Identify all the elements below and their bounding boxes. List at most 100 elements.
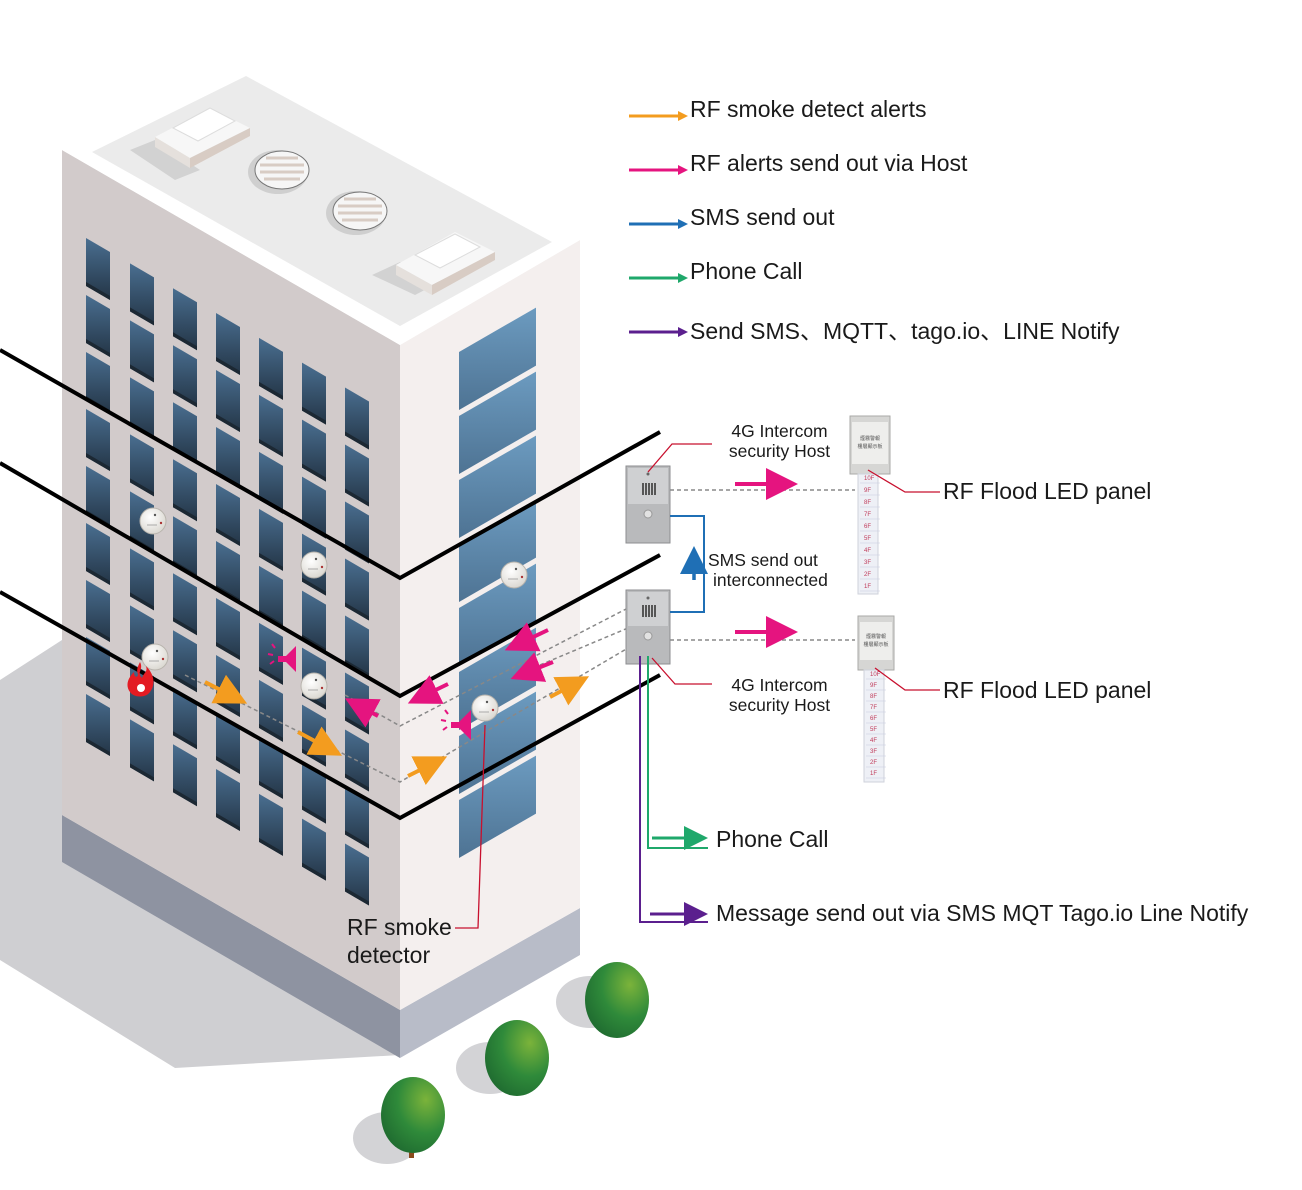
host-top-leader-line [647,443,712,473]
window-sill [173,503,197,522]
orange-arrow [204,674,248,704]
roof-vent-1 [248,150,310,194]
panel-bottom-label: RF Flood LED panel [943,677,1152,703]
host-bottom-label: 4G Intercom security Host [712,675,847,715]
window-sill [130,478,154,497]
base-left [62,815,400,1058]
window [173,573,197,636]
floor-label: 7F [864,512,871,518]
window [216,370,240,433]
magenta-arrow [504,622,549,652]
sms-interconnect-line2: interconnected [713,570,828,591]
orange-arrow-icon [629,111,688,121]
window-sill [302,805,326,824]
window [259,508,283,571]
magenta-arrow [510,652,554,682]
blue-arrow-icon [629,219,688,229]
floor-label: 3F [870,749,877,755]
window [86,295,110,357]
host-top-label: 4G Intercom security Host [712,421,847,461]
window [130,377,154,440]
window-sill [86,282,110,300]
window [459,307,536,410]
floor-label: 6F [870,716,877,722]
window-sill [302,862,326,881]
window-sill [216,357,240,376]
panel-top-label: RF Flood LED panel [943,478,1152,504]
host-top-label-line1: 4G Intercom [731,421,828,441]
window-sill [173,332,197,351]
floor-label: 6F [864,524,871,530]
window [302,590,326,653]
window [173,402,197,465]
window [216,598,240,661]
window-sill [345,431,369,450]
host-top-label-line2: security Host [728,441,831,462]
window [302,761,326,824]
host-bottom-label-line2: security Host [728,695,831,716]
floor-label: 3F [864,560,871,566]
detector-leader-line [455,724,486,929]
window-sill [86,681,110,699]
window [345,387,369,450]
floor-label: 8F [870,694,877,700]
window [345,615,369,678]
floor-label: 1F [864,584,871,590]
smoke-detector-icon [141,643,169,671]
floor-label: 4F [870,738,877,744]
window [345,444,369,507]
roof-unit-1 [130,107,250,180]
floor-label: 2F [870,760,877,766]
floor-label: 10F [870,672,881,678]
window [86,409,110,471]
window [459,371,536,474]
panel-sign-text-2: 樓層顯示板 [863,641,888,648]
floor-label: 9F [870,683,877,689]
window [216,313,240,376]
window-sill [86,453,110,471]
legend-label: SMS send out [690,204,835,230]
window [259,565,283,628]
window [173,459,197,522]
window-sill [302,463,326,482]
legend-label: RF smoke detect alerts [690,96,927,122]
panel-bottom-leader-line [874,667,940,691]
floor-label: 5F [864,536,871,542]
alarm-speaker-icon [267,643,296,672]
window [216,541,240,604]
window [459,435,536,538]
smoke-detector-icon [500,561,528,589]
floor-label: 2F [864,572,871,578]
sms-interconnect-line1: SMS send out [708,550,818,570]
floor-label: 10F [864,476,875,482]
window [173,345,197,408]
window [216,427,240,490]
roof-unit-2 [372,232,495,295]
tree [353,1077,445,1164]
window [86,580,110,642]
smoke-alert-arrows [204,674,590,786]
legend-label: Send SMS、MQTT、tago.io、LINE Notify [690,318,1120,344]
window [86,466,110,528]
purple-arrow-icon [629,327,688,337]
panel-sign-text: 煙霧警報 [860,435,880,442]
message-label: Message send out via SMS MQT Tago.io Lin… [716,900,1249,926]
window [259,337,283,400]
window-sill [259,666,283,685]
window [130,548,154,611]
green-arrow-icon [629,273,688,283]
panel-sign-text: 煙霧警報 [866,633,886,640]
window [173,687,197,750]
window-sill [173,617,197,636]
window [173,630,197,693]
floor-label: 5F [870,727,877,733]
legend-label: Phone Call [690,258,803,284]
window-sill [216,414,240,433]
window [86,238,110,300]
window [259,793,283,856]
intercom-host-bottom [625,589,671,665]
tree [456,1020,549,1096]
wire-top [0,348,661,581]
phone-call-label: Phone Call [716,826,829,852]
